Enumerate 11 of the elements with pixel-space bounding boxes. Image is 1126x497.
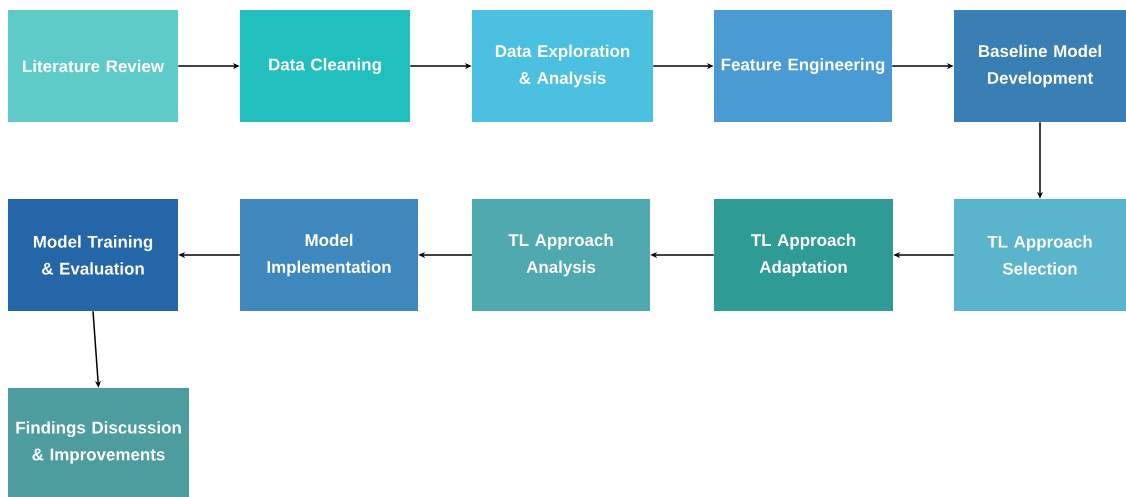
process-box: Findings Discussion & Improvements [8,388,189,497]
process-box: TL Approach Selection [954,199,1126,311]
process-box: Baseline Model Development [954,10,1126,122]
process-box: TL Approach Adaptation [714,199,893,311]
process-box: Model Training & Evaluation [8,199,178,311]
process-box: Model Implementation [240,199,418,311]
process-box: Literature Review [8,10,178,122]
process-box: Data Cleaning [240,10,410,122]
process-box: Feature Engineering [714,10,892,122]
process-box: Data Exploration & Analysis [472,10,653,122]
process-box: TL Approach Analysis [472,199,650,311]
